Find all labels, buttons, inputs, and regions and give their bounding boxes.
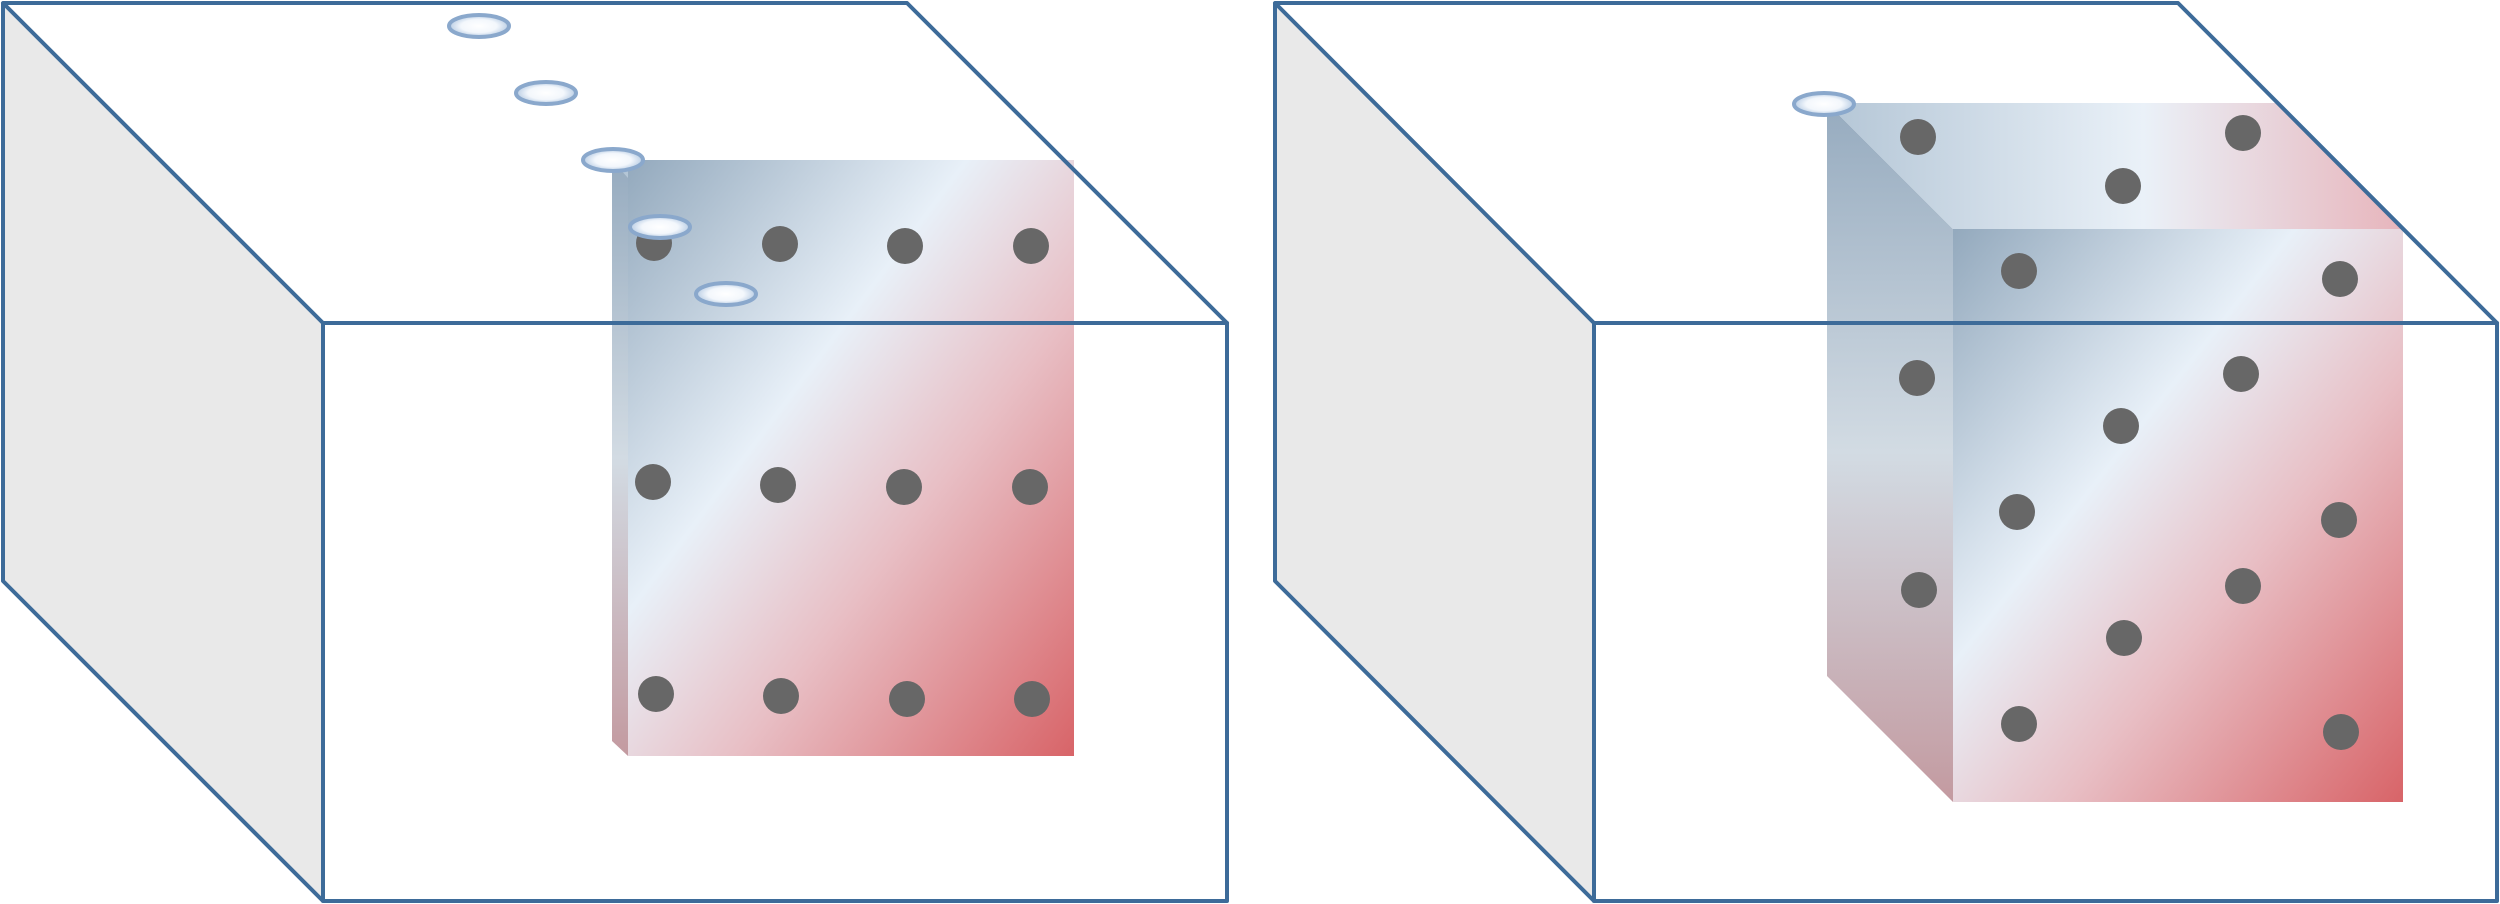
right-cube-left-face — [1827, 103, 1953, 802]
particle — [1901, 572, 1937, 608]
left-bubbles — [447, 13, 758, 307]
particle — [1014, 681, 1050, 717]
right-cube — [1827, 103, 2403, 802]
right-bubbles — [1792, 91, 1856, 117]
left-solid-block — [612, 160, 1074, 756]
particle — [1899, 360, 1935, 396]
right-particles — [1899, 115, 2359, 750]
particle — [2223, 356, 2259, 392]
particle — [2106, 620, 2142, 656]
particle — [2105, 168, 2141, 204]
particle — [886, 469, 922, 505]
left-box-side-edge — [1, 3, 325, 903]
particle — [762, 226, 798, 262]
particle — [2001, 706, 2037, 742]
left-box-outline — [1, 1, 1229, 903]
particle — [763, 678, 799, 714]
left-box-front-face — [321, 321, 1229, 903]
particle — [638, 676, 674, 712]
particle — [1900, 119, 1936, 155]
bubble — [514, 80, 578, 106]
particle — [889, 681, 925, 717]
particle — [2323, 714, 2359, 750]
right-panel — [1273, 1, 2499, 903]
bubble — [581, 147, 645, 173]
bubble — [628, 214, 692, 240]
bubble — [447, 13, 511, 39]
left-side-wall — [3, 3, 323, 901]
right-box-front-face — [1592, 321, 2499, 903]
right-box-outline — [1273, 1, 2499, 903]
particle — [2225, 568, 2261, 604]
left-block-front — [628, 160, 1074, 756]
particle — [760, 467, 796, 503]
particle — [2001, 253, 2037, 289]
right-side-wall — [1275, 3, 1594, 901]
particle — [1012, 469, 1048, 505]
particle — [2103, 408, 2139, 444]
particle — [635, 464, 671, 500]
particle — [1999, 494, 2035, 530]
particle — [1013, 228, 1049, 264]
left-panel — [1, 1, 1229, 903]
particle — [887, 228, 923, 264]
left-particles — [635, 225, 1050, 717]
particle — [2225, 115, 2261, 151]
left-block-side — [612, 160, 628, 756]
bubble — [1792, 91, 1856, 117]
particle — [2322, 261, 2358, 297]
particle — [2321, 502, 2357, 538]
bubble — [694, 281, 758, 307]
right-box-side-edge — [1273, 3, 1596, 903]
